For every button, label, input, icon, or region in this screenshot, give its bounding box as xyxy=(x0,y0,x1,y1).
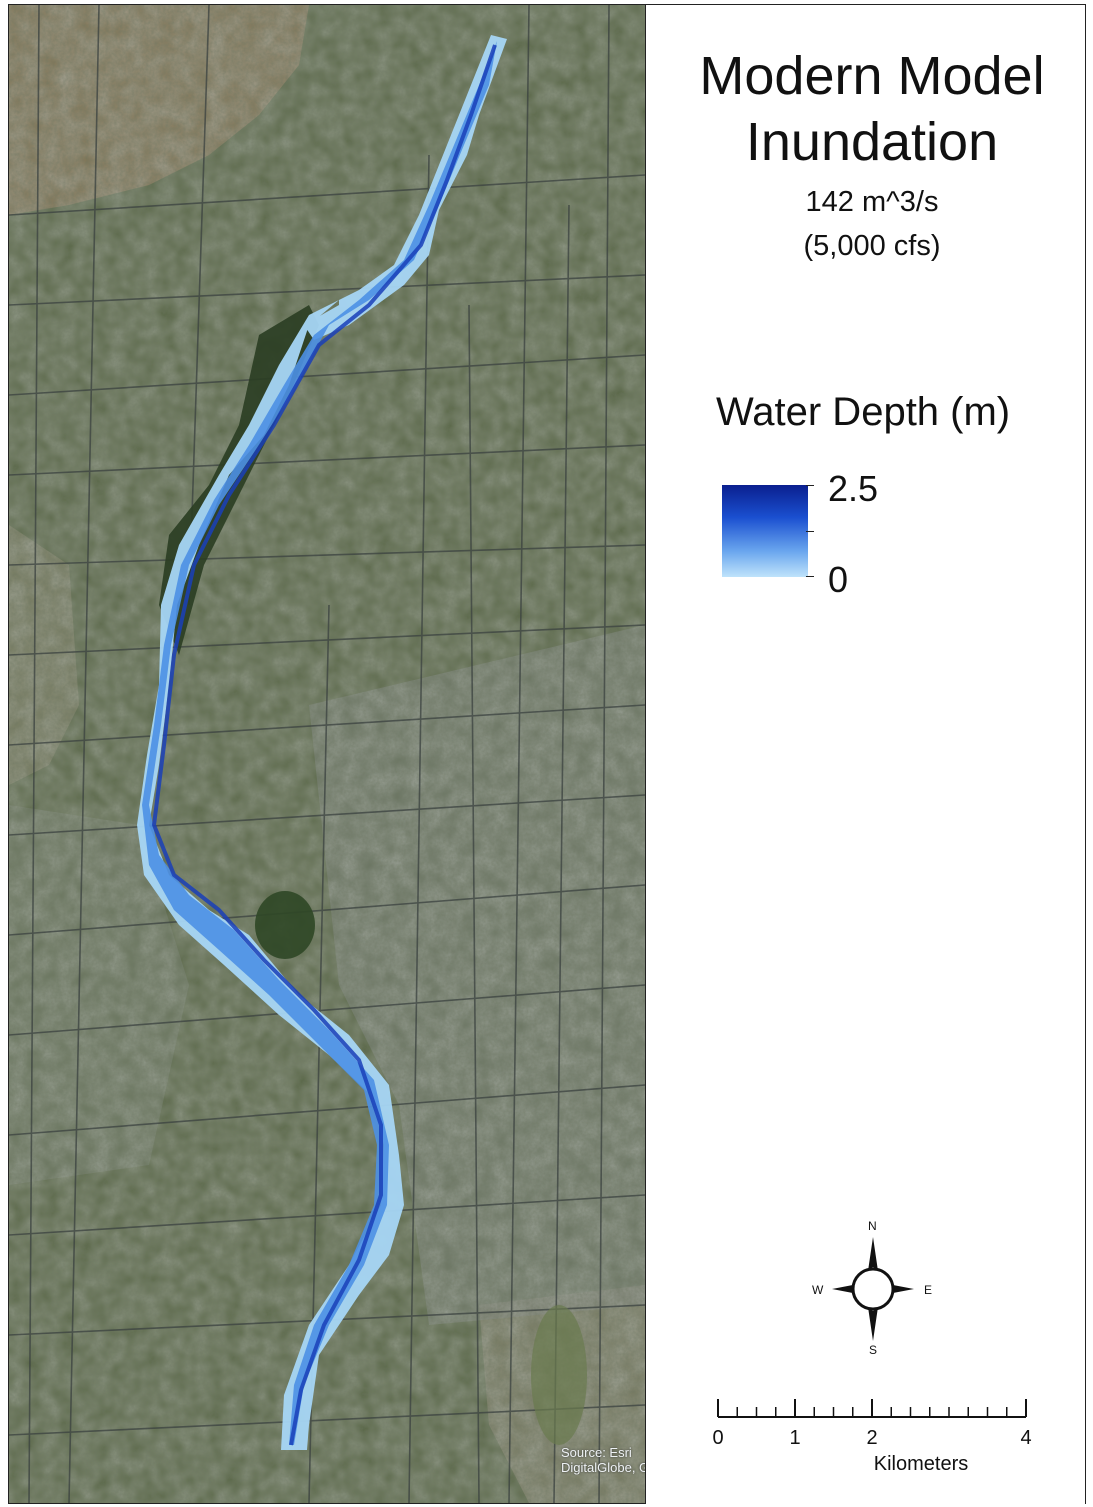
compass-east-point xyxy=(888,1284,914,1294)
road-line xyxy=(9,354,645,396)
ramp-label-min: 0 xyxy=(828,559,849,600)
road-line xyxy=(9,624,645,656)
inundation-extent xyxy=(137,35,507,1450)
attribution-line: Source: Esri xyxy=(561,1445,632,1460)
road-line xyxy=(9,444,645,476)
road-line xyxy=(508,5,530,1503)
road-line xyxy=(553,204,570,1503)
compass-rose-icon xyxy=(832,1237,914,1341)
satellite-map[interactable] xyxy=(9,5,645,1503)
compass-label-e: E xyxy=(924,1283,933,1297)
compass-west-point xyxy=(832,1284,858,1294)
scale-tick-label: 1 xyxy=(789,1427,801,1449)
compass-label-n: N xyxy=(868,1219,877,1233)
depth-legend-title: Water Depth (m) xyxy=(716,390,1011,434)
inundation-shallow xyxy=(137,35,507,1450)
map-title-line-2: Inundation xyxy=(745,112,999,172)
map-texture-speckle xyxy=(9,5,645,1503)
north-arrow-compass-icon: N S W E xyxy=(808,1219,938,1359)
road-line xyxy=(9,884,645,936)
road-line xyxy=(68,5,100,1503)
scale-unit-label: Kilometers xyxy=(873,1453,969,1475)
ramp-tick-mid xyxy=(806,531,814,532)
scale-tick-label: 0 xyxy=(712,1427,724,1449)
road-line xyxy=(9,174,645,216)
compass-center-circle xyxy=(851,1267,895,1311)
road-line xyxy=(188,5,210,606)
inundation-deep-channel xyxy=(151,44,497,1446)
scale-bar-graphic xyxy=(717,1399,1027,1418)
road-line xyxy=(468,304,480,1503)
map-frame[interactable]: Source: Esri DigitalGlobe, GeoEye, Earth… xyxy=(8,4,646,1504)
map-attribution: Source: Esri DigitalGlobe, GeoEye, Earth… xyxy=(561,1445,645,1475)
scale-tick-label: 4 xyxy=(1020,1427,1032,1449)
map-title-line-1: Modern Model xyxy=(699,46,1045,106)
road-line xyxy=(598,5,610,1503)
flow-rate-us: (5,000 cfs) xyxy=(803,230,941,262)
road-line xyxy=(9,274,645,306)
compass-south-point xyxy=(868,1307,878,1341)
ramp-tick-max xyxy=(806,485,814,486)
legend-panel: Modern Model Inundation 142 m^3/s (5,000… xyxy=(646,4,1086,1504)
compass-label-s: S xyxy=(869,1343,878,1357)
scale-bar: 0 1 2 4 Kilometers xyxy=(706,1393,1036,1483)
flow-rate-si: 142 m^3/s xyxy=(805,186,939,218)
road-line xyxy=(408,154,430,1503)
attribution-line: DigitalGlobe, GeoEye, Earthstar Geograph… xyxy=(561,1460,645,1475)
compass-label-w: W xyxy=(812,1283,824,1297)
depth-color-ramp xyxy=(722,485,808,577)
road-line xyxy=(9,984,645,1036)
road-line xyxy=(9,794,645,836)
ramp-tick-min xyxy=(806,576,814,577)
road-line xyxy=(9,1084,645,1136)
road-line xyxy=(28,5,40,1503)
park-area-south xyxy=(531,1305,587,1445)
ramp-label-max: 2.5 xyxy=(828,468,879,509)
road-line xyxy=(9,1194,645,1236)
scale-tick-label: 2 xyxy=(866,1427,878,1449)
compass-north-point xyxy=(868,1237,878,1271)
park-area xyxy=(255,891,315,959)
road-line xyxy=(9,544,645,566)
